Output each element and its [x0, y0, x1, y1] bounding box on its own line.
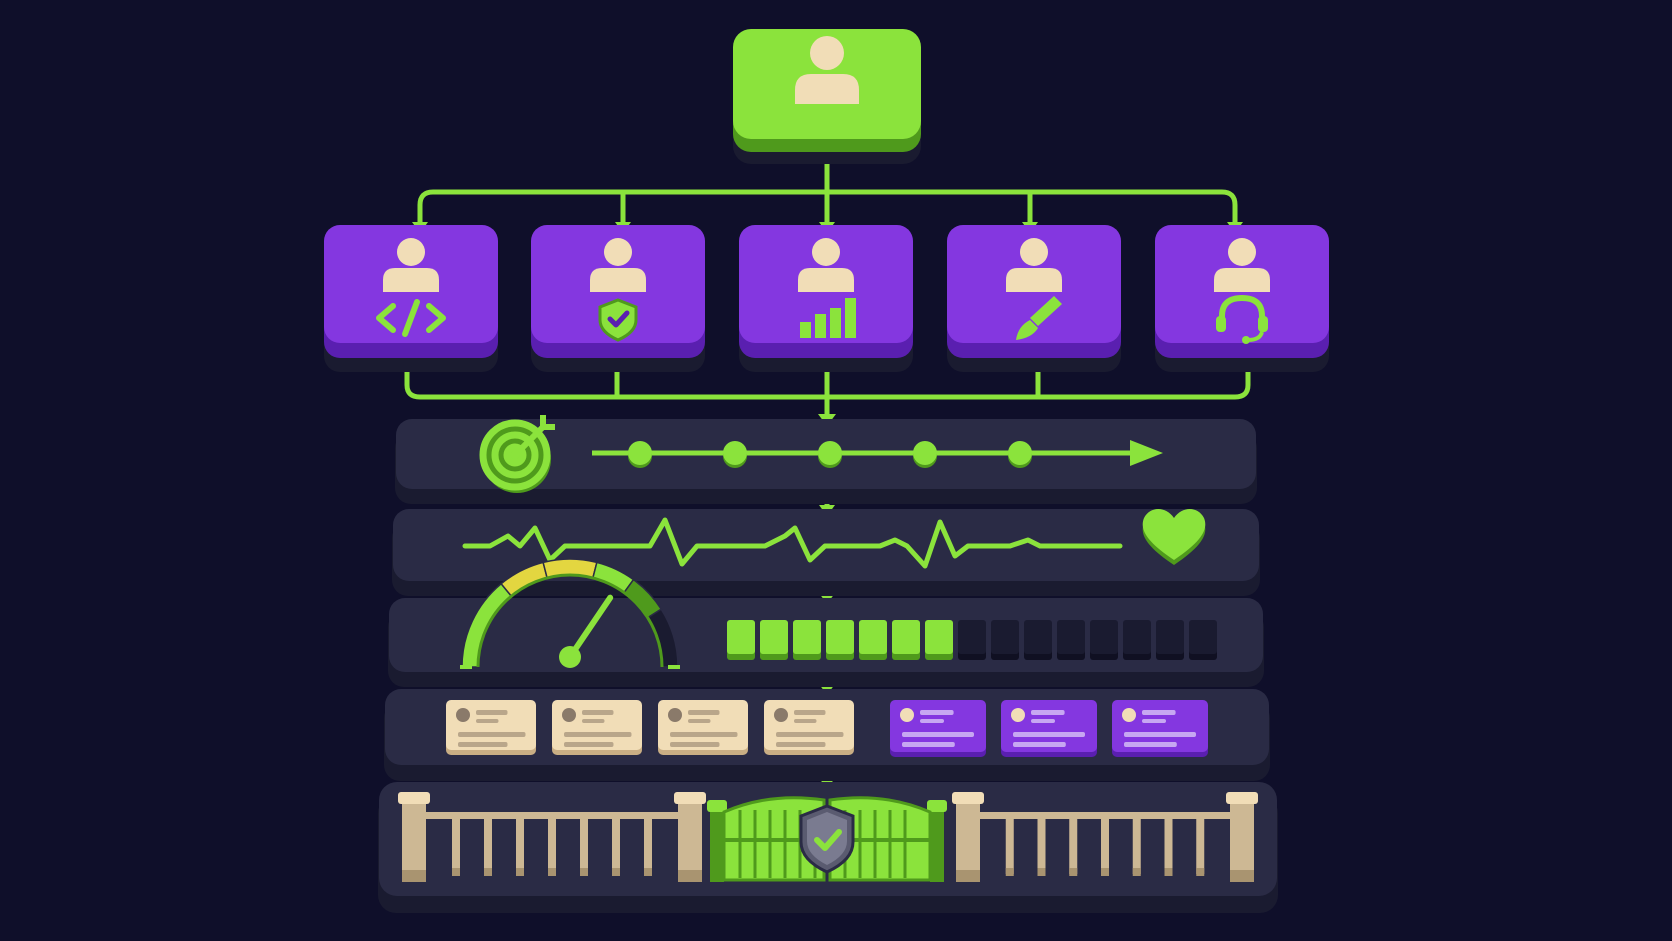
person-icon: [1006, 238, 1062, 292]
fence-picket: [1132, 812, 1141, 874]
fence-picket: [1101, 812, 1109, 874]
gate-icon: [707, 796, 947, 882]
fanout-top-line: [417, 189, 1238, 228]
card-icon: [890, 700, 986, 757]
needle-hub: [559, 646, 581, 668]
bar-chart-icon: [800, 298, 856, 338]
person-icon: [1214, 238, 1270, 292]
role-box: [947, 225, 1121, 372]
code-icon: [376, 299, 446, 337]
fence-picket: [1196, 812, 1205, 874]
paintbrush-icon: [1016, 296, 1062, 340]
person-icon: [798, 238, 854, 292]
card-icon: [446, 700, 536, 755]
fence-picket: [516, 812, 524, 874]
role-box: [1155, 225, 1329, 372]
card-icon: [1112, 700, 1208, 757]
fence-picket: [548, 812, 556, 874]
fence-picket: [612, 812, 620, 874]
card-icon: [552, 700, 642, 755]
person-icon: [383, 238, 439, 292]
fence-right: [952, 792, 1258, 882]
role-boxes: [324, 225, 1329, 372]
progress-bar-icon: [727, 620, 1217, 660]
card-icon: [658, 700, 748, 755]
fence-picket: [484, 812, 492, 874]
manager-box: [733, 29, 921, 164]
heart-icon: [1142, 509, 1206, 565]
shield-check-icon: [799, 804, 855, 874]
fence-picket: [644, 812, 652, 874]
timeline-arrow-icon: [592, 440, 1163, 468]
fence-left: [398, 792, 706, 882]
headset-icon: [1216, 294, 1268, 344]
fence-picket: [1069, 812, 1078, 874]
needle: [567, 594, 614, 660]
fence-picket: [1005, 812, 1014, 874]
role-box: [324, 225, 498, 372]
person-icon: [795, 36, 859, 104]
person-icon: [590, 238, 646, 292]
card-icon: [764, 700, 854, 755]
target-icon: [479, 415, 555, 493]
card-icon: [1001, 700, 1097, 757]
gauge-arc: [461, 558, 679, 668]
review-card-row: [446, 700, 1208, 757]
role-box: [531, 225, 705, 372]
fence-picket: [580, 812, 588, 874]
fence-picket: [1164, 812, 1173, 874]
gauge-needle: [559, 594, 614, 668]
milestone-dots: [628, 441, 1032, 468]
gauge-icon: [460, 558, 680, 669]
shield-check-icon: [598, 298, 638, 342]
fence-picket: [1037, 812, 1046, 874]
role-box: [739, 225, 913, 372]
pulse-line-icon: [462, 517, 1123, 569]
fence-picket: [452, 812, 460, 874]
